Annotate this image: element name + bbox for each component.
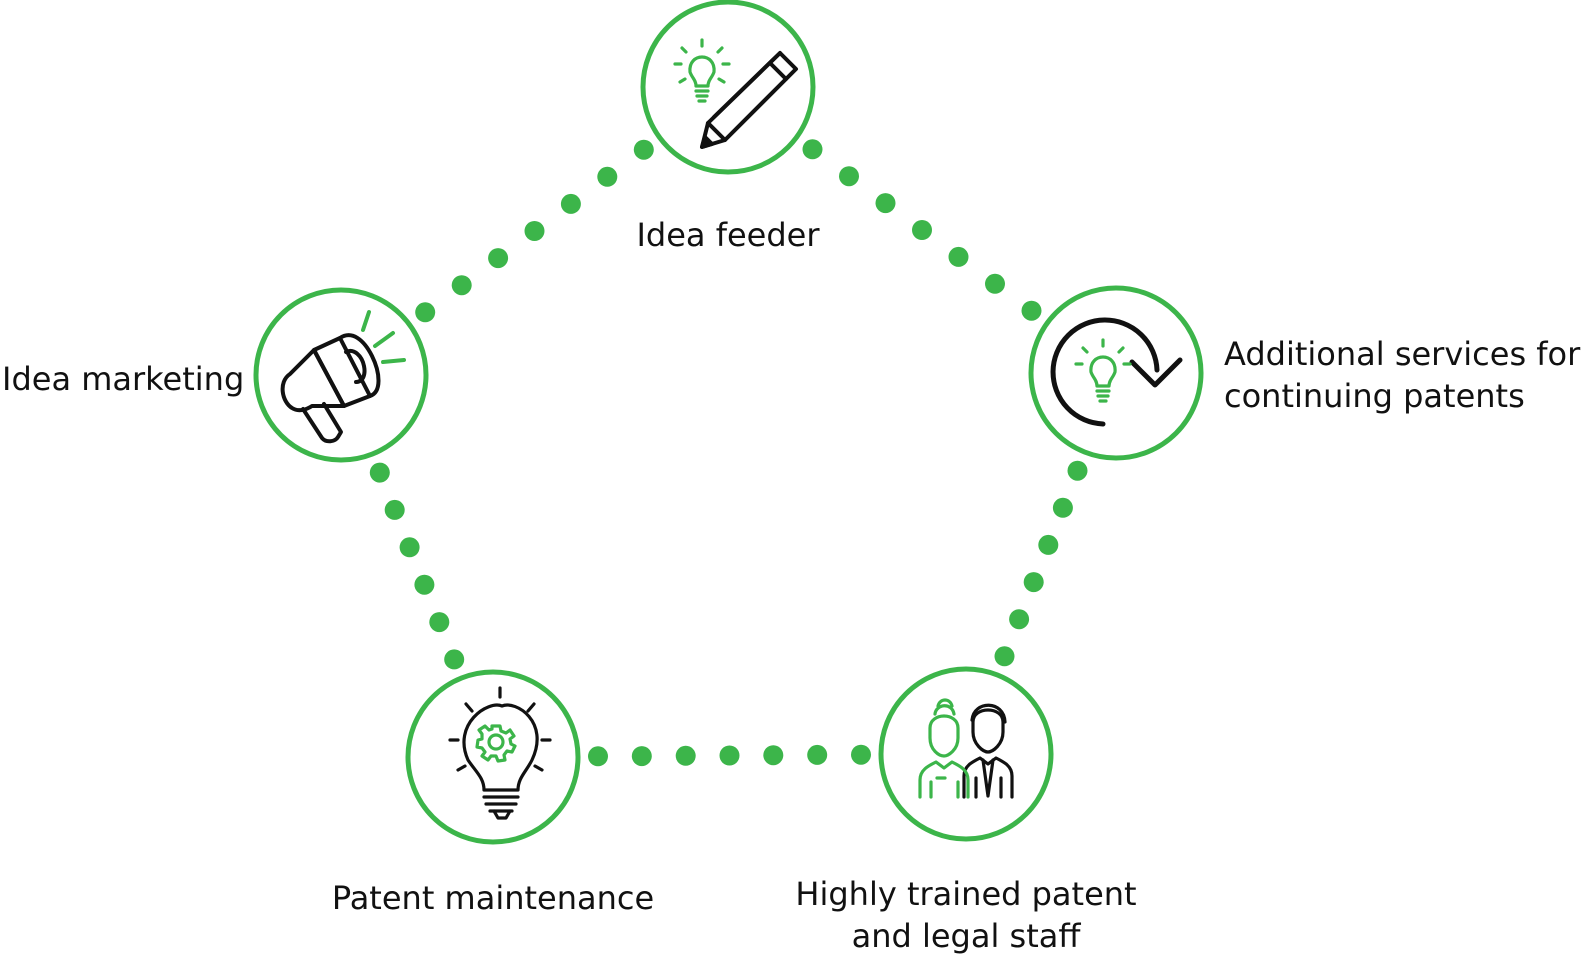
label-line: Idea feeder (636, 216, 820, 254)
node-idea-feeder (640, 0, 816, 175)
label-idea-feeder: Idea feeder (636, 214, 819, 256)
connector-dot (985, 273, 1005, 294)
label-line: Additional services for (1224, 335, 1581, 373)
connector-dot (1038, 534, 1059, 555)
connector-dot (807, 744, 828, 765)
connector-dot (444, 649, 465, 670)
node-highly-trained-staff (878, 666, 1054, 842)
node-ring (640, 0, 816, 175)
connector-dot (1052, 497, 1073, 518)
connector-dot (633, 139, 654, 160)
connector-dots (369, 139, 1088, 767)
connector-dot (1067, 460, 1088, 481)
connector-dot (675, 745, 696, 766)
label-line: continuing patents (1224, 377, 1525, 415)
connector-dot (488, 248, 509, 269)
connector-dot (631, 746, 652, 767)
connector-dot (451, 275, 472, 296)
node-ring (878, 666, 1054, 842)
connector-dot (719, 745, 740, 766)
connector-dot (1009, 609, 1030, 630)
label-line: Idea marketing (2, 360, 245, 398)
connector-dot (588, 746, 608, 767)
connector-dot (414, 574, 435, 595)
megaphone-icon (280, 310, 406, 444)
connector-dot (1023, 572, 1044, 593)
node-patent-maintenance (405, 669, 581, 845)
connector-dot (912, 220, 932, 240)
connector-dot (851, 744, 871, 765)
connector-dot (875, 193, 896, 214)
connector-dot (560, 193, 581, 214)
connector-dot (994, 646, 1015, 667)
node-additional-services (1028, 285, 1204, 461)
label-line: Highly trained patent (795, 875, 1137, 913)
label-additional-services: Additional services for continuing paten… (1224, 333, 1580, 417)
connector-dot (1021, 300, 1042, 321)
connector-dot (597, 166, 618, 187)
connector-dot (524, 221, 545, 241)
lightbulb-gear-icon (448, 686, 552, 820)
node-ring (253, 287, 429, 463)
connector-dot (948, 246, 969, 267)
connector-dot (763, 745, 784, 766)
lightbulb-cycle-icon (1050, 317, 1183, 427)
connector-dot (839, 166, 859, 187)
lightbulb-pencil-icon (673, 38, 798, 149)
connector-dot (415, 302, 436, 323)
people-icon (918, 698, 1014, 799)
connector-dot (399, 537, 420, 558)
connector-dot (369, 462, 390, 483)
node-idea-marketing (253, 287, 429, 463)
connector-dot (384, 499, 405, 520)
label-line: and legal staff (851, 917, 1081, 955)
label-line: Patent maintenance (331, 879, 655, 917)
connector-dot (429, 612, 450, 633)
label-highly-trained-staff: Highly trained patent and legal staff (795, 873, 1136, 957)
label-idea-marketing: Idea marketing (2, 358, 244, 400)
label-patent-maintenance: Patent maintenance (332, 877, 654, 919)
connector-dot (802, 139, 823, 160)
